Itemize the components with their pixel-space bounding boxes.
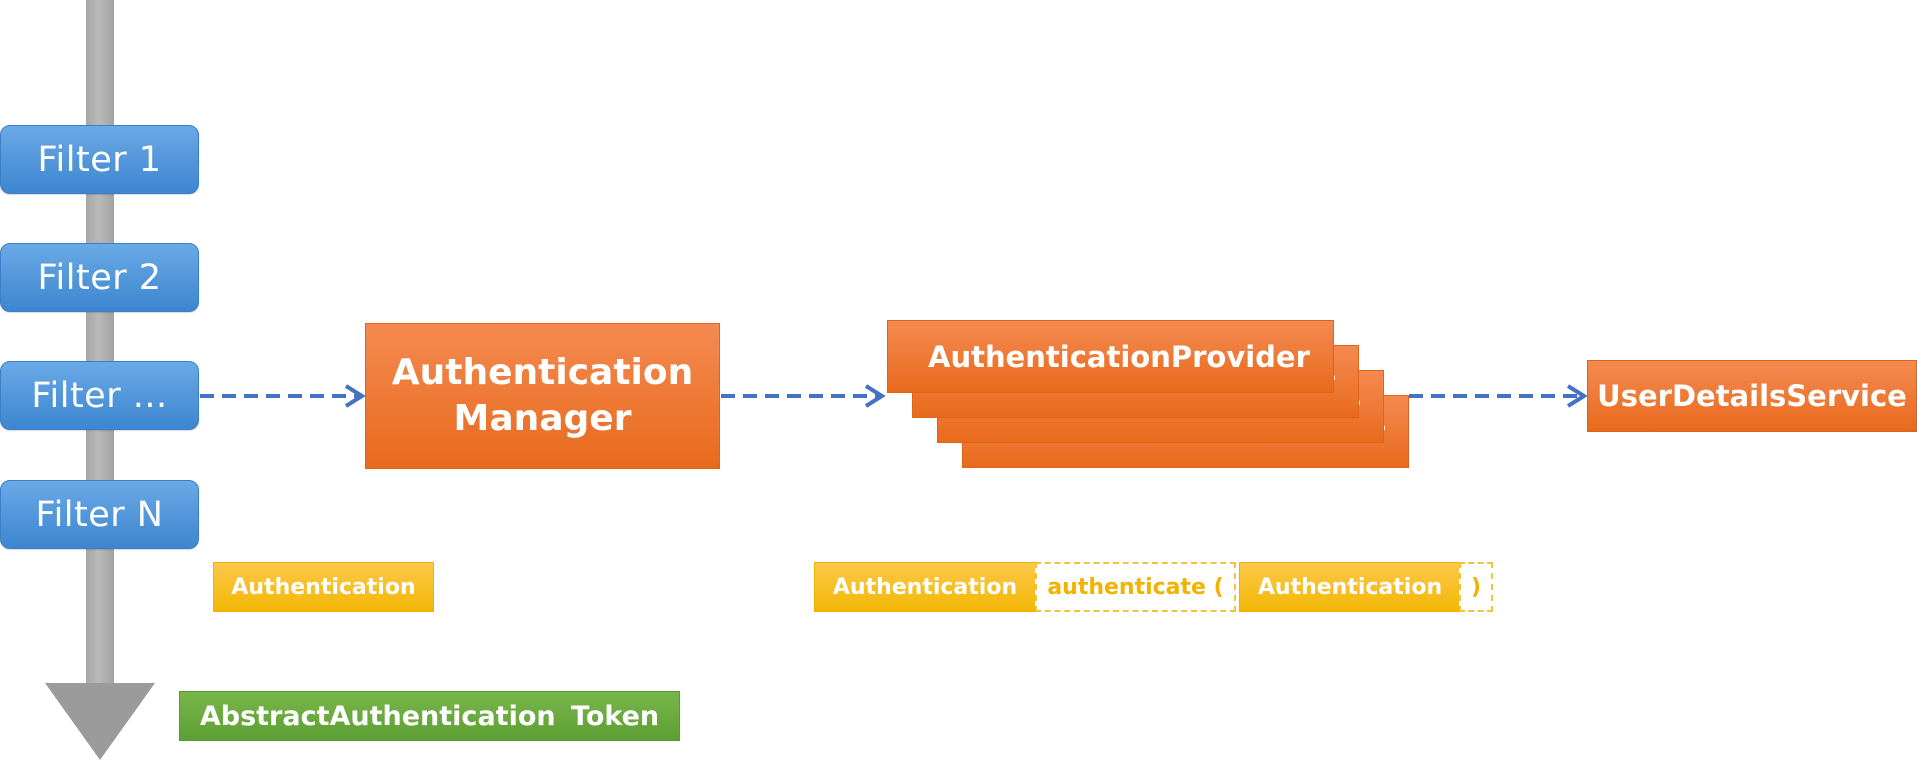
filter-authentication-label: Authentication xyxy=(213,562,434,612)
signature-method-name: authenticate ( xyxy=(1035,562,1236,612)
arrowhead-filter-to-manager xyxy=(344,384,366,408)
signature-return-type-text: Authentication xyxy=(832,574,1018,600)
filter-2: Filter 2 xyxy=(0,243,199,312)
filter-ellipsis-label: Filter ... xyxy=(31,375,168,416)
filter-authentication-text: Authentication xyxy=(231,574,416,600)
authentication-manager: Authentication Manager xyxy=(365,323,720,469)
filter-1-label: Filter 1 xyxy=(37,139,162,180)
filter-1: Filter 1 xyxy=(0,125,199,194)
signature-method-name-text: authenticate ( xyxy=(1047,574,1224,600)
authentication-manager-line1: Authentication xyxy=(391,352,694,393)
signature-close-paren: ) xyxy=(1459,562,1493,612)
authentication-provider: AuthenticationProvider xyxy=(887,320,1334,393)
arrowhead-manager-to-provider xyxy=(864,384,886,408)
signature-param-type: Authentication xyxy=(1239,562,1461,612)
filter-ellipsis: Filter ... xyxy=(0,361,199,430)
filter-2-label: Filter 2 xyxy=(37,257,162,298)
signature-return-type: Authentication xyxy=(814,562,1036,612)
filter-n-label: Filter N xyxy=(35,494,164,535)
user-details-service-label: UserDetailsService xyxy=(1597,379,1907,413)
signature-close-paren-text: ) xyxy=(1470,574,1482,600)
user-details-service: UserDetailsService xyxy=(1587,360,1917,432)
filter-n: Filter N xyxy=(0,480,199,549)
signature-param-type-text: Authentication xyxy=(1257,574,1443,600)
abstract-authentication-token: AbstractAuthentication Token xyxy=(179,691,680,741)
arrowhead-provider-to-uds xyxy=(1566,384,1588,408)
abstract-authentication-token-label: AbstractAuthentication Token xyxy=(199,700,660,732)
filter-chain-flow-shaft xyxy=(86,0,114,690)
authentication-provider-label: AuthenticationProvider xyxy=(928,339,1310,374)
authentication-manager-line2: Manager xyxy=(453,398,632,439)
